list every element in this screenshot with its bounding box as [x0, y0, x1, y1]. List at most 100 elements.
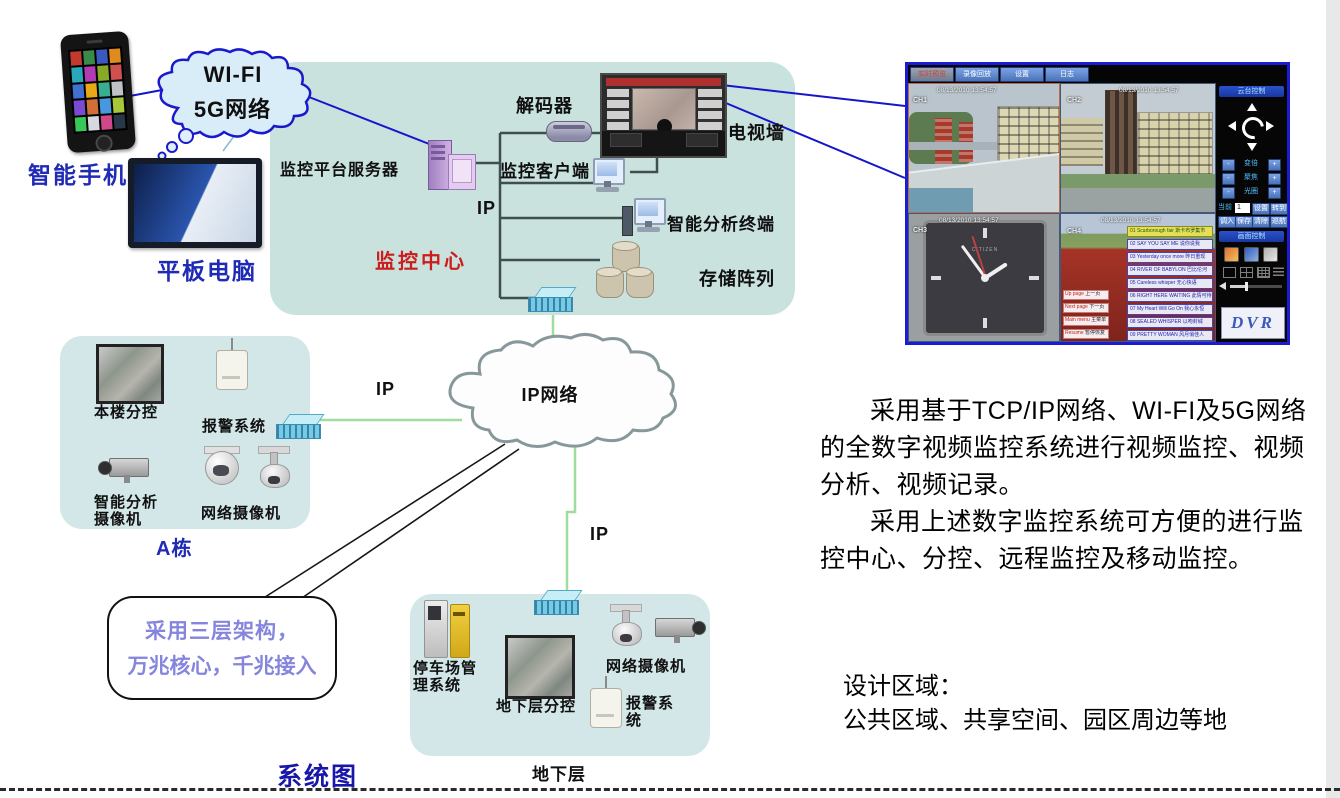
- basement-subcontrol-image: [505, 635, 575, 699]
- ptz-zoom-plus-button[interactable]: +: [1268, 159, 1281, 171]
- smart-analysis-camera-icon: [98, 454, 154, 486]
- analysis-terminal-icon: [622, 198, 668, 238]
- karaoke-song-list: 01 Scarborough fair 斯卡布罗集市 02 SAY YOU SA…: [1127, 226, 1213, 341]
- storage-array-icon: [596, 240, 656, 298]
- ip-label-left: IP: [376, 379, 396, 399]
- karaoke-up-page-button[interactable]: Up page 上一页: [1063, 290, 1109, 300]
- preset-save-button[interactable]: 保存: [1235, 216, 1253, 228]
- karaoke-song-item[interactable]: 03 Yesterday once more 昨日重现: [1127, 252, 1213, 263]
- dvr-cam4-channel: CH4: [1067, 228, 1082, 235]
- ptz-focus-plus-button[interactable]: +: [1268, 173, 1281, 185]
- ptz-down-arrow[interactable]: [1247, 143, 1257, 151]
- client-label: 监控客户端: [500, 162, 590, 181]
- tv-wall-label: 电视墙: [728, 123, 785, 143]
- karaoke-song-item[interactable]: 05 Careless whisper 无心快语: [1127, 278, 1213, 289]
- preset-recall-button[interactable]: 调入: [1218, 216, 1236, 228]
- dvr-camera-3[interactable]: CITIZEN 08/13/2010 13:54:57 CH3: [908, 213, 1060, 342]
- callout-bubble: 采用三层架构， 万兆核心，千兆接入: [107, 596, 337, 700]
- screen-panel-title: 画面控制: [1219, 231, 1284, 242]
- description-paragraph-2: 采用上述数字监控系统可方便的进行监控中心、分控、远程监控及移动监控。: [820, 508, 1304, 573]
- layout-list-icon[interactable]: [1273, 267, 1284, 276]
- karaoke-song-item[interactable]: 07 My Heart Will Go On 我心永恒: [1127, 304, 1213, 315]
- building-a-alarm-label: 报警系统: [202, 418, 267, 435]
- media-icon-3[interactable]: [1263, 247, 1278, 262]
- karaoke-resume-button[interactable]: Resume 暂停恢复: [1063, 329, 1109, 339]
- ptz-iris-plus-button[interactable]: +: [1268, 187, 1281, 199]
- dvr-tab-log[interactable]: 日志: [1045, 67, 1089, 82]
- media-icon-1[interactable]: [1224, 247, 1239, 262]
- ptz-zoom-minus-button[interactable]: -: [1222, 159, 1235, 171]
- preset-set-button[interactable]: 设置: [1252, 203, 1270, 215]
- preset-goto-button[interactable]: 转到: [1270, 203, 1288, 215]
- karaoke-song-item[interactable]: 08 SEALED WHISPER 以吻封缄: [1127, 317, 1213, 328]
- basement-title: 地下层: [532, 765, 586, 784]
- storage-array-label: 存储阵列: [699, 269, 775, 289]
- volume-slider[interactable]: [1230, 282, 1282, 291]
- design-area-title: 设计区域：: [843, 673, 963, 700]
- callout-line2: 万兆核心，千兆接入: [127, 655, 317, 678]
- smartphone-image: [59, 30, 137, 154]
- karaoke-song-item[interactable]: 04 RIVER OF BABYLON 巴比伦河: [1127, 265, 1213, 276]
- karaoke-next-page-button[interactable]: Next page 下一页: [1063, 303, 1109, 313]
- karaoke-song-item[interactable]: 06 RIGHT HERE WAITING 此情可待: [1127, 291, 1213, 302]
- dvr-tab-live[interactable]: 实时预览: [910, 67, 954, 82]
- karaoke-control-cn: 下一页: [1089, 304, 1105, 310]
- ptz-right-arrow[interactable]: [1266, 121, 1274, 131]
- ip-cloud-label: IP网络: [521, 385, 579, 405]
- dvr-cam3-channel: CH3: [913, 227, 928, 234]
- volume-slider-knob[interactable]: [1245, 282, 1248, 291]
- ptz-focus-minus-button[interactable]: -: [1222, 173, 1235, 185]
- smart-camera-label-2: 摄像机: [94, 511, 143, 528]
- phone-screen: [67, 46, 128, 134]
- karaoke-control-en: Next page: [1065, 304, 1088, 310]
- ptz-zoom-label: 变倍: [1244, 160, 1258, 167]
- karaoke-main-menu-button[interactable]: Main menu 主菜单: [1063, 316, 1109, 326]
- ptz-iris-label: 光圈: [1244, 188, 1258, 195]
- dvr-cam1-channel: CH1: [913, 97, 928, 104]
- preset-clear-button[interactable]: 清除: [1252, 216, 1270, 228]
- dvr-cam4-timestamp: 08/13/2010 13:54:57: [1101, 217, 1161, 224]
- platform-server-icon: [426, 138, 476, 190]
- smartphone-label: 智能手机: [28, 162, 128, 188]
- tv-wall-image: [600, 73, 727, 158]
- karaoke-control-cn: 主菜单: [1091, 317, 1107, 323]
- clock-face: CITIZEN: [923, 220, 1047, 336]
- layout-single-icon[interactable]: [1223, 267, 1236, 278]
- phone-speaker: [86, 39, 103, 44]
- dvr-camera-1[interactable]: 08/13/2010 13:54:57 CH1: [908, 83, 1060, 213]
- ptz-center-knob[interactable]: [1237, 112, 1269, 144]
- karaoke-song-item[interactable]: 09 PRETTY WOMAN 风月俏佳人: [1127, 330, 1213, 341]
- basement-ptz-camera-icon: [608, 604, 644, 648]
- dvr-toolbar: 实时预览 录像回放 设置 日志: [908, 65, 1287, 83]
- preset-cruise-button[interactable]: 巡航: [1270, 216, 1288, 228]
- layout-quad-icon[interactable]: [1240, 267, 1253, 278]
- karaoke-control-cn: 上一页: [1085, 291, 1101, 297]
- ptz-left-arrow[interactable]: [1228, 121, 1236, 131]
- karaoke-control-en: Resume: [1065, 330, 1084, 336]
- dvr-cam1-timestamp: 08/13/2010 13:54:57: [937, 87, 997, 94]
- preset-number-input[interactable]: 1: [1235, 203, 1250, 213]
- tablet-label: 平板电脑: [157, 258, 257, 284]
- dvr-screenshot: 实时预览 录像回放 设置 日志 08/13/2010 13:54:57 CH1 …: [905, 62, 1290, 345]
- ptz-up-arrow[interactable]: [1247, 103, 1257, 111]
- media-icon-2[interactable]: [1244, 247, 1259, 262]
- building-a-switch-icon: [276, 413, 325, 441]
- dvr-tab-playback[interactable]: 录像回放: [955, 67, 999, 82]
- karaoke-song-item[interactable]: 01 Scarborough fair 斯卡布罗集市: [1127, 226, 1213, 237]
- basement-alarm-label-2: 统: [626, 712, 643, 729]
- ptz-iris-minus-button[interactable]: -: [1222, 187, 1235, 199]
- ip-label-bottom: IP: [590, 524, 610, 544]
- dvr-cam2-channel: CH2: [1067, 97, 1082, 104]
- dvr-camera-4[interactable]: 08/13/2010 13:54:57 CH4 01 Scarborough f…: [1060, 213, 1216, 342]
- analysis-terminal-label: 智能分析终端: [667, 215, 775, 234]
- karaoke-song-item[interactable]: 02 SAY YOU SAY ME 说你说我: [1127, 239, 1213, 250]
- building-a-subcontrol-label: 本楼分控: [94, 404, 159, 421]
- layout-nine-icon[interactable]: [1257, 267, 1270, 278]
- basement-alarm-label-1: 报警系: [626, 695, 675, 712]
- wifi-cloud-line1: WI-FI: [203, 62, 263, 87]
- decoder-icon: [546, 121, 592, 142]
- dvr-camera-2[interactable]: 08/13/2010 13:54:57 CH2: [1060, 83, 1216, 213]
- bottom-dashed-divider: [0, 788, 1340, 791]
- dvr-tab-settings[interactable]: 设置: [1000, 67, 1044, 82]
